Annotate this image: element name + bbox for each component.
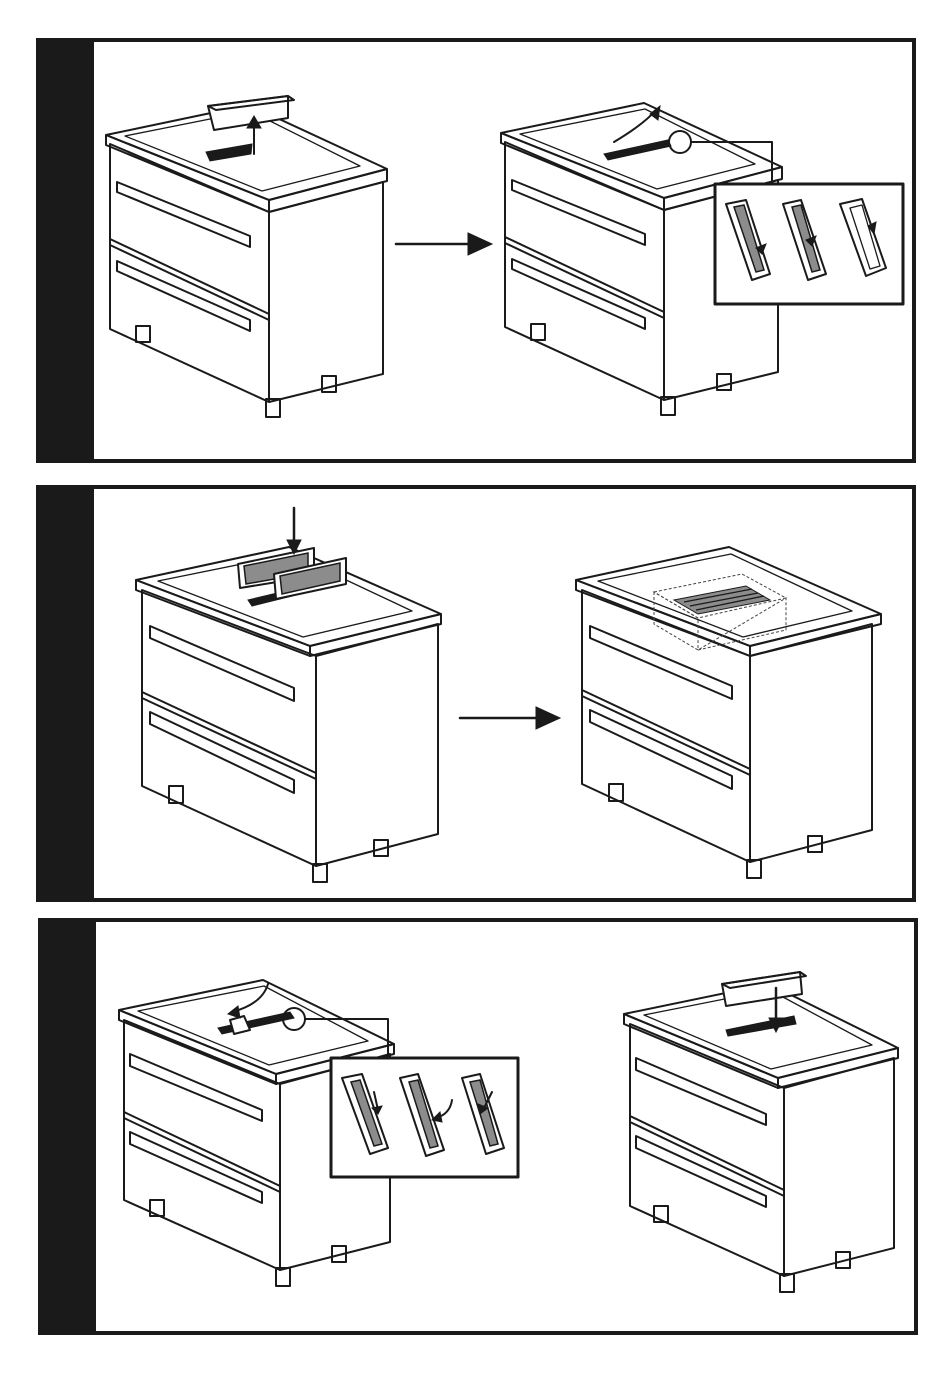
step-2-illustration (40, 489, 912, 898)
cabinet-grille-refitted (624, 972, 898, 1292)
step-2-panel (36, 485, 916, 902)
cabinet-filter-cover-open (501, 103, 903, 415)
next-arrow (460, 707, 560, 729)
cabinet-inserting-filters (136, 508, 441, 882)
step-1-illustration (40, 42, 912, 459)
cabinet-closing-filter-cover (119, 980, 518, 1286)
cabinet-with-grille-removed (106, 96, 387, 417)
step-1-panel (36, 38, 916, 463)
step-3-illustration (42, 922, 914, 1331)
step-3-panel (38, 918, 918, 1335)
next-arrow (396, 233, 492, 255)
cabinet-filters-installed (576, 547, 881, 878)
